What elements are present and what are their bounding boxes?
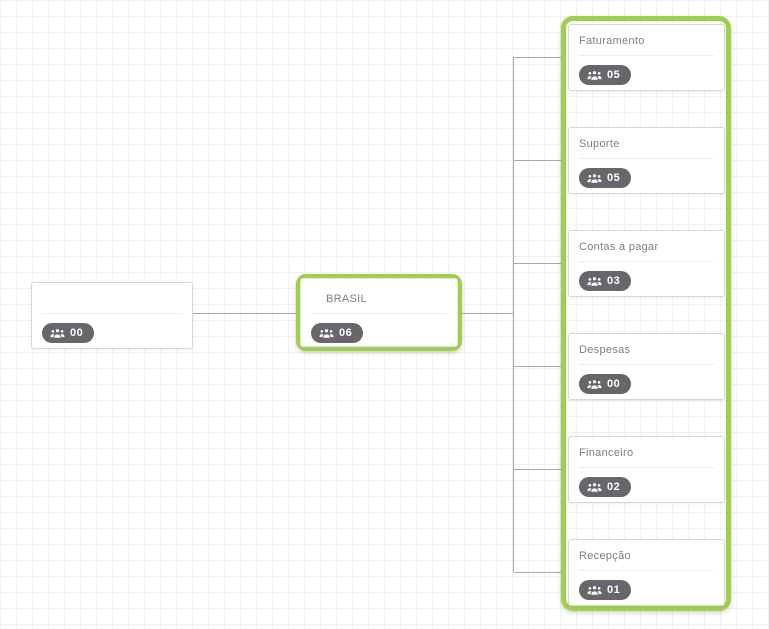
- users-icon: [587, 276, 602, 286]
- member-count-badge[interactable]: 00: [42, 323, 95, 343]
- org-node-suporte[interactable]: Suporte 05: [568, 127, 725, 194]
- org-node-recepcao[interactable]: Recepção 01: [568, 539, 725, 606]
- member-count: 00: [70, 327, 84, 339]
- users-icon: [587, 173, 602, 183]
- member-count: 01: [607, 584, 621, 596]
- member-count-badge[interactable]: 03: [579, 271, 632, 291]
- member-count: 05: [607, 69, 621, 81]
- member-count-badge[interactable]: 06: [311, 323, 364, 343]
- node-divider: [579, 55, 714, 56]
- connector-root-to-brasil: [192, 313, 296, 314]
- node-title: Suporte: [579, 138, 620, 150]
- connector-stub: [514, 160, 562, 161]
- org-node-brasil[interactable]: BRASIL 06: [300, 278, 458, 347]
- node-divider: [579, 364, 714, 365]
- member-count-badge[interactable]: 00: [579, 374, 632, 394]
- member-count: 02: [607, 481, 621, 493]
- org-node-root[interactable]: 00: [31, 282, 193, 349]
- member-count: 00: [607, 378, 621, 390]
- connector-stub: [514, 366, 562, 367]
- member-count-badge[interactable]: 01: [579, 580, 632, 600]
- member-count: 05: [607, 172, 621, 184]
- node-title: Faturamento: [579, 35, 645, 47]
- org-node-despesas[interactable]: Despesas 00: [568, 333, 725, 400]
- member-count-badge[interactable]: 02: [579, 477, 632, 497]
- children-group-highlight[interactable]: Faturamento 05 Suporte 05: [561, 16, 731, 611]
- users-icon: [587, 482, 602, 492]
- org-node-financeiro[interactable]: Financeiro 02: [568, 436, 725, 503]
- node-title: Contas a pagar: [579, 241, 659, 253]
- connector-trunk: [513, 57, 514, 572]
- users-icon: [587, 70, 602, 80]
- connector-brasil-to-trunk: [462, 313, 514, 314]
- org-node-contas-a-pagar[interactable]: Contas a pagar 03: [568, 230, 725, 297]
- member-count: 06: [339, 327, 353, 339]
- users-icon: [319, 328, 334, 338]
- member-count-badge[interactable]: 05: [579, 65, 632, 85]
- node-title: Recepção: [579, 550, 631, 562]
- member-count: 03: [607, 275, 621, 287]
- node-divider: [579, 158, 714, 159]
- node-title: Despesas: [579, 344, 631, 356]
- node-divider: [579, 570, 714, 571]
- node-divider: [42, 313, 182, 314]
- node-title: Financeiro: [579, 447, 634, 459]
- connector-stub: [514, 57, 562, 58]
- org-node-brasil-highlight[interactable]: BRASIL 06: [296, 274, 462, 351]
- connector-stub: [514, 263, 562, 264]
- org-node-faturamento[interactable]: Faturamento 05: [568, 24, 725, 91]
- connector-stub: [514, 572, 562, 573]
- member-count-badge[interactable]: 05: [579, 168, 632, 188]
- users-icon: [50, 328, 65, 338]
- node-divider: [579, 467, 714, 468]
- node-divider: [579, 261, 714, 262]
- users-icon: [587, 379, 602, 389]
- node-divider: [311, 313, 447, 314]
- node-title: BRASIL: [326, 293, 367, 305]
- users-icon: [587, 585, 602, 595]
- connector-stub: [514, 469, 562, 470]
- node-title: [32, 283, 192, 313]
